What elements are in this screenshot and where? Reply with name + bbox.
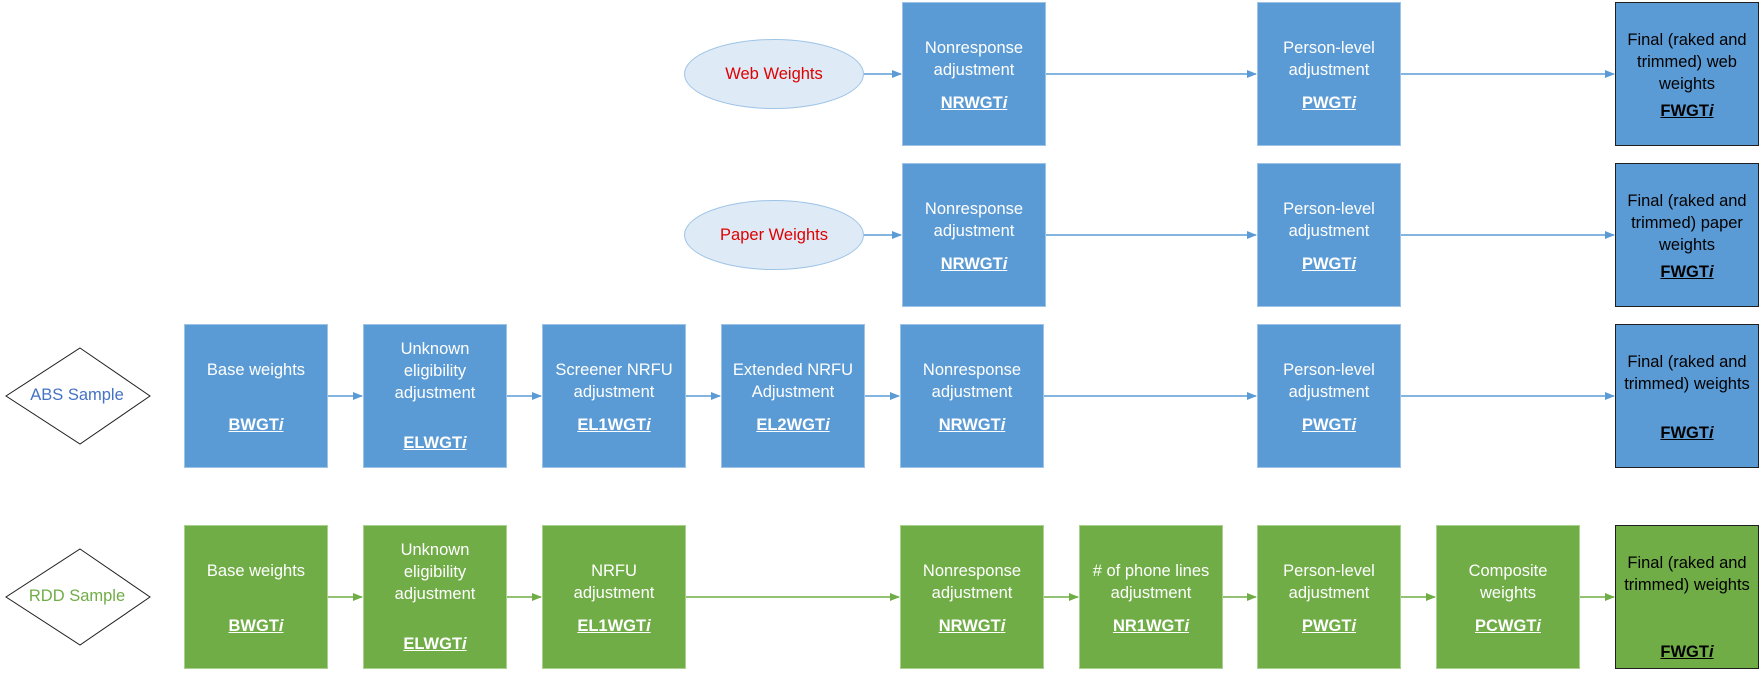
web-person-code: PWGTi [1301, 94, 1357, 112]
rdd-phonelines-box: # of phone lines adjustment NR1WGTi [1079, 525, 1223, 669]
abs-nonresponse-label: Nonresponse adjustment [922, 361, 1022, 401]
abs-screener-label: Screener NRFU adjustment [555, 361, 673, 401]
abs-extended-label: Extended NRFU Adjustment [732, 361, 854, 401]
rdd-person-box: Person-level adjustment PWGTi [1257, 525, 1401, 669]
abs-extended-box: Extended NRFU Adjustment EL2WGTi [721, 324, 865, 468]
abs-nonresponse-box: Nonresponse adjustment NRWGTi [900, 324, 1044, 468]
rdd-composite-label: Composite weights [1468, 562, 1548, 602]
web-person-box: Person-level adjustment PWGTi [1257, 2, 1401, 146]
rdd-unknown-code: ELWGTi [403, 635, 467, 653]
rdd-base-label: Base weights [206, 562, 306, 580]
abs-unknown-code: ELWGTi [403, 434, 467, 452]
web-weights-ellipse: Web Weights [684, 39, 864, 109]
abs-nonresponse-code: NRWGTi [938, 416, 1006, 434]
rdd-composite-code: PCWGTi [1474, 617, 1541, 635]
paper-final-box: Final (raked and trimmed) paper weights … [1615, 163, 1759, 307]
rdd-sample-diamond [5, 548, 151, 646]
abs-screener-box: Screener NRFU adjustment EL1WGTi [542, 324, 686, 468]
rdd-unknown-label: Unknown eligibility adjustment [394, 541, 476, 603]
paper-person-code: PWGTi [1301, 255, 1357, 273]
rdd-nrfu-code: EL1WGTi [577, 617, 651, 635]
abs-sample-diamond [5, 347, 151, 445]
paper-nonresponse-code: NRWGTi [940, 255, 1008, 273]
rdd-nonresponse-label: Nonresponse adjustment [922, 562, 1022, 602]
abs-person-box: Person-level adjustment PWGTi [1257, 324, 1401, 468]
web-final-code: FWGTi [1660, 102, 1714, 120]
paper-final-label: Final (raked and trimmed) paper weights [1627, 192, 1747, 254]
rdd-nonresponse-code: NRWGTi [938, 617, 1006, 635]
paper-final-code: FWGTi [1660, 263, 1714, 281]
web-nonresponse-code: NRWGTi [940, 94, 1008, 112]
abs-extended-code: EL2WGTi [756, 416, 830, 434]
rdd-final-code: FWGTi [1660, 643, 1714, 661]
abs-sample-label: ABS Sample [30, 386, 124, 404]
abs-final-code: FWGTi [1660, 424, 1714, 442]
abs-base-box: Base weights BWGTi [184, 324, 328, 468]
web-nonresponse-box: Nonresponse adjustment NRWGTi [902, 2, 1046, 146]
web-final-box: Final (raked and trimmed) web weights FW… [1615, 2, 1759, 146]
rdd-base-code: BWGTi [228, 617, 284, 635]
paper-nonresponse-label: Nonresponse adjustment [924, 200, 1024, 240]
abs-unknown-label: Unknown eligibility adjustment [394, 340, 476, 402]
abs-unknown-box: Unknown eligibility adjustment ELWGTi [363, 324, 507, 468]
abs-base-label: Base weights [206, 361, 306, 379]
abs-base-code: BWGTi [228, 416, 284, 434]
rdd-unknown-box: Unknown eligibility adjustment ELWGTi [363, 525, 507, 669]
rdd-person-code: PWGTi [1301, 617, 1357, 635]
paper-weights-label: Paper Weights [720, 225, 828, 244]
paper-weights-ellipse: Paper Weights [684, 200, 864, 270]
paper-person-box: Person-level adjustment PWGTi [1257, 163, 1401, 307]
abs-screener-code: EL1WGTi [577, 416, 651, 434]
web-final-label: Final (raked and trimmed) web weights [1627, 31, 1747, 93]
abs-person-code: PWGTi [1301, 416, 1357, 434]
web-person-label: Person-level adjustment [1283, 39, 1375, 79]
rdd-phonelines-code: NR1WGTi [1112, 617, 1190, 635]
paper-person-label: Person-level adjustment [1283, 200, 1375, 240]
paper-nonresponse-box: Nonresponse adjustment NRWGTi [902, 163, 1046, 307]
abs-final-box: Final (raked and trimmed) weights FWGTi [1615, 324, 1759, 468]
web-weights-label: Web Weights [725, 64, 823, 83]
abs-final-label: Final (raked and trimmed) weights [1624, 353, 1750, 393]
rdd-final-label: Final (raked and trimmed) weights [1624, 554, 1750, 594]
rdd-final-box: Final (raked and trimmed) weights FWGTi [1615, 525, 1759, 669]
rdd-nonresponse-box: Nonresponse adjustment NRWGTi [900, 525, 1044, 669]
rdd-base-box: Base weights BWGTi [184, 525, 328, 669]
rdd-nrfu-box: NRFU adjustment EL1WGTi [542, 525, 686, 669]
rdd-person-label: Person-level adjustment [1283, 562, 1375, 602]
rdd-phonelines-label: # of phone lines adjustment [1092, 562, 1210, 602]
abs-person-label: Person-level adjustment [1283, 361, 1375, 401]
rdd-composite-box: Composite weights PCWGTi [1436, 525, 1580, 669]
rdd-sample-label: RDD Sample [28, 587, 126, 605]
rdd-nrfu-label: NRFU adjustment [573, 562, 655, 602]
web-nonresponse-label: Nonresponse adjustment [924, 39, 1024, 79]
